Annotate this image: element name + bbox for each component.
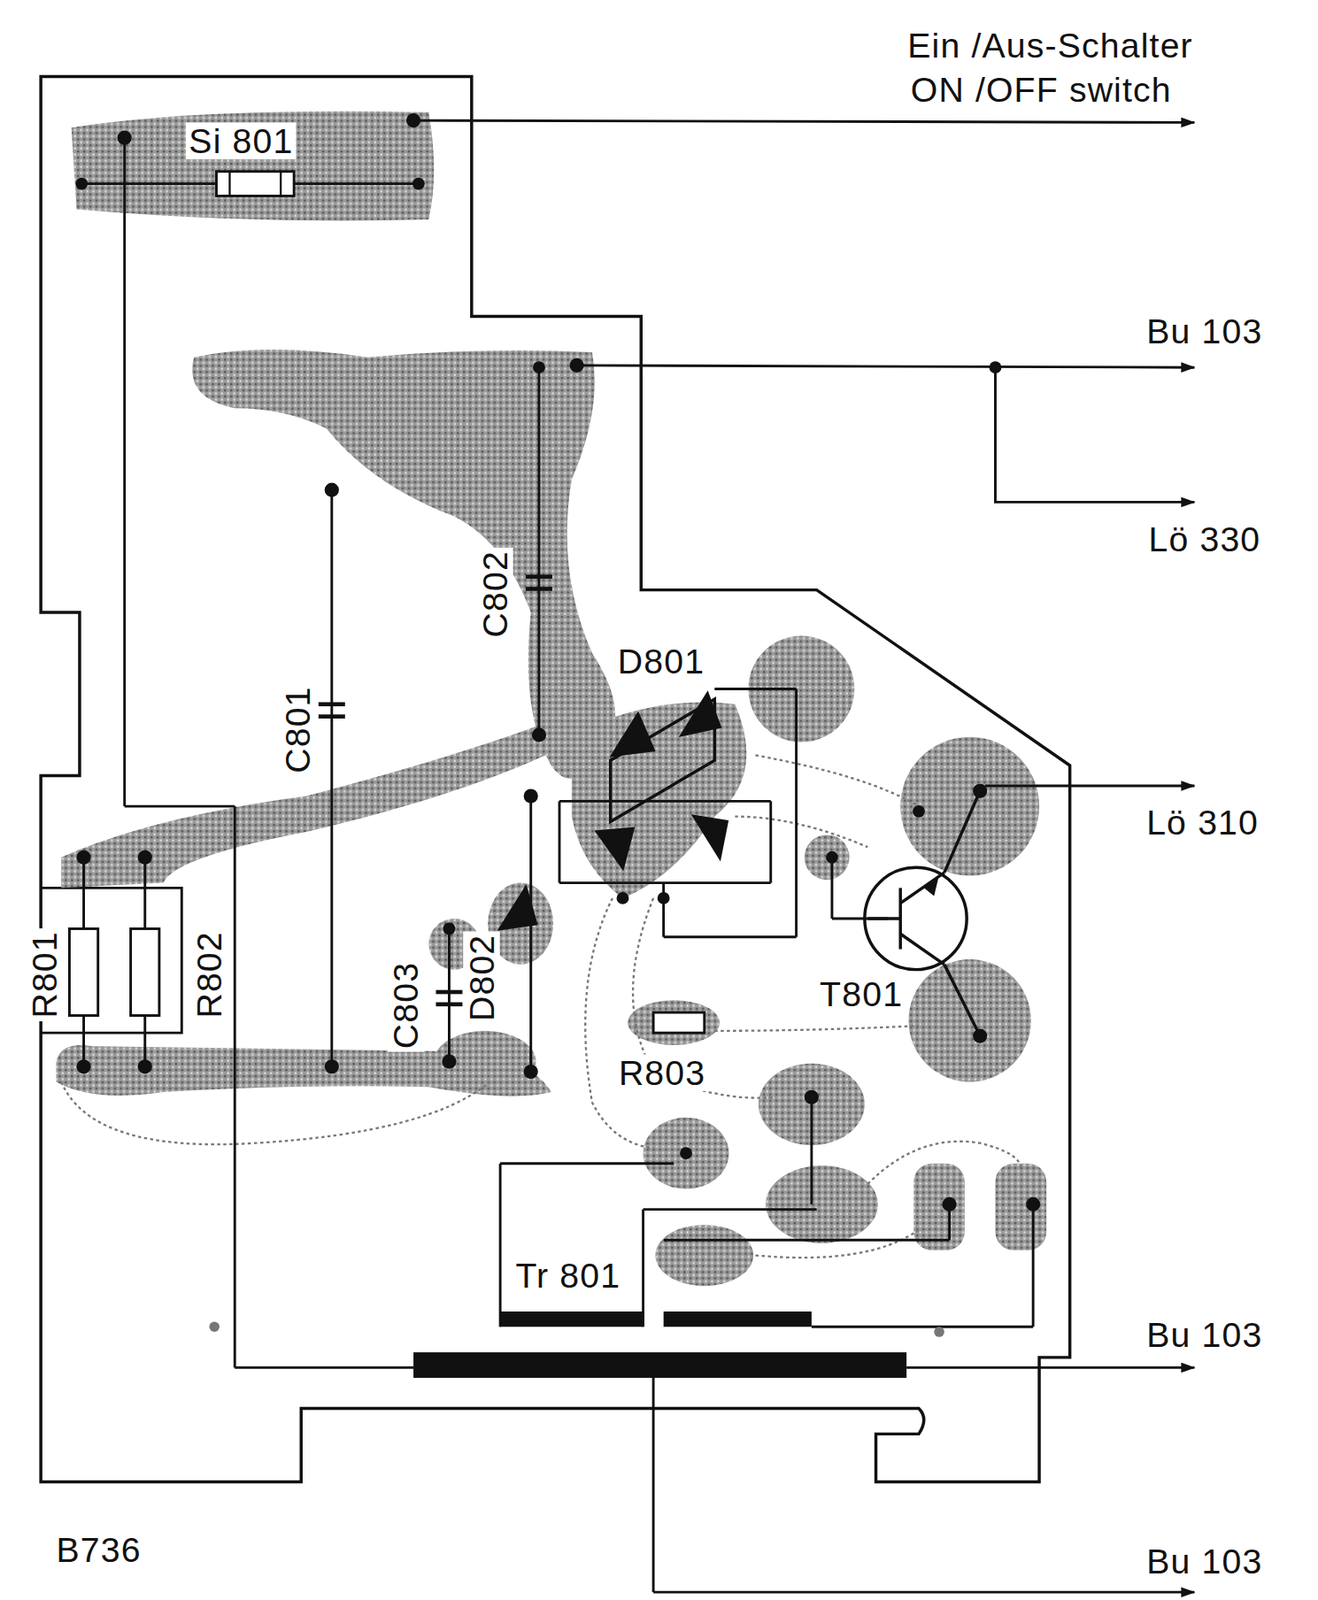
connector-label: Bu 103 [1143,312,1266,350]
capacitor-label: C803 [387,958,425,1052]
connector-label: Bu 103 [1143,1317,1266,1355]
switch-label: Ein /Aus-Schalter [904,26,1196,64]
resistor-label: R801 [26,928,64,1022]
capacitor-label: C801 [279,683,317,777]
drawing-number: B736 [53,1531,145,1569]
fuse-label: Si 801 [185,122,297,160]
resistor-label: R803 [615,1054,709,1092]
transistor-label: T801 [817,976,907,1014]
resistor-label: R802 [191,928,229,1022]
capacitor-label: C802 [477,547,515,641]
switch-label: ON /OFF switch [907,71,1175,109]
diode-label: D802 [463,931,501,1025]
connector-label: Bu 103 [1143,1543,1266,1581]
diode-label: D801 [614,643,708,681]
solder-point-label: Lö 330 [1145,520,1265,558]
transformer-label: Tr 801 [512,1257,625,1295]
solder-point-label: Lö 310 [1143,804,1263,842]
